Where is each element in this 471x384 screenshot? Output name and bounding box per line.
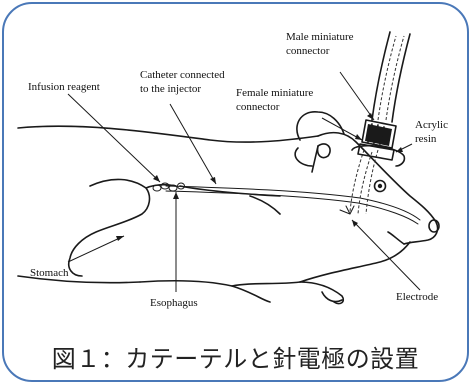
catheter	[153, 183, 420, 224]
label-esophagus: Esophagus	[150, 297, 198, 309]
connector-cable	[352, 32, 410, 166]
label-stomach: Stomach	[30, 267, 69, 279]
label-acrylic-line2: resin	[415, 133, 437, 145]
label-female-connector-line2: connector	[236, 101, 280, 113]
label-male-connector-line1: Male miniature	[286, 31, 354, 43]
label-electrode: Electrode	[396, 291, 438, 303]
label-female-connector-line1: Female miniature	[236, 87, 313, 99]
figure-caption: 図１：カテーテルと針電極の設置	[0, 339, 471, 374]
label-male-connector-line2: connector	[286, 45, 330, 57]
label-acrylic-line1: Acrylic	[415, 119, 448, 131]
label-catheter-line1: Catheter connected	[140, 69, 225, 81]
label-infusion-reagent: Infusion reagent	[28, 81, 100, 93]
label-catheter-line2: to the injector	[140, 83, 201, 95]
